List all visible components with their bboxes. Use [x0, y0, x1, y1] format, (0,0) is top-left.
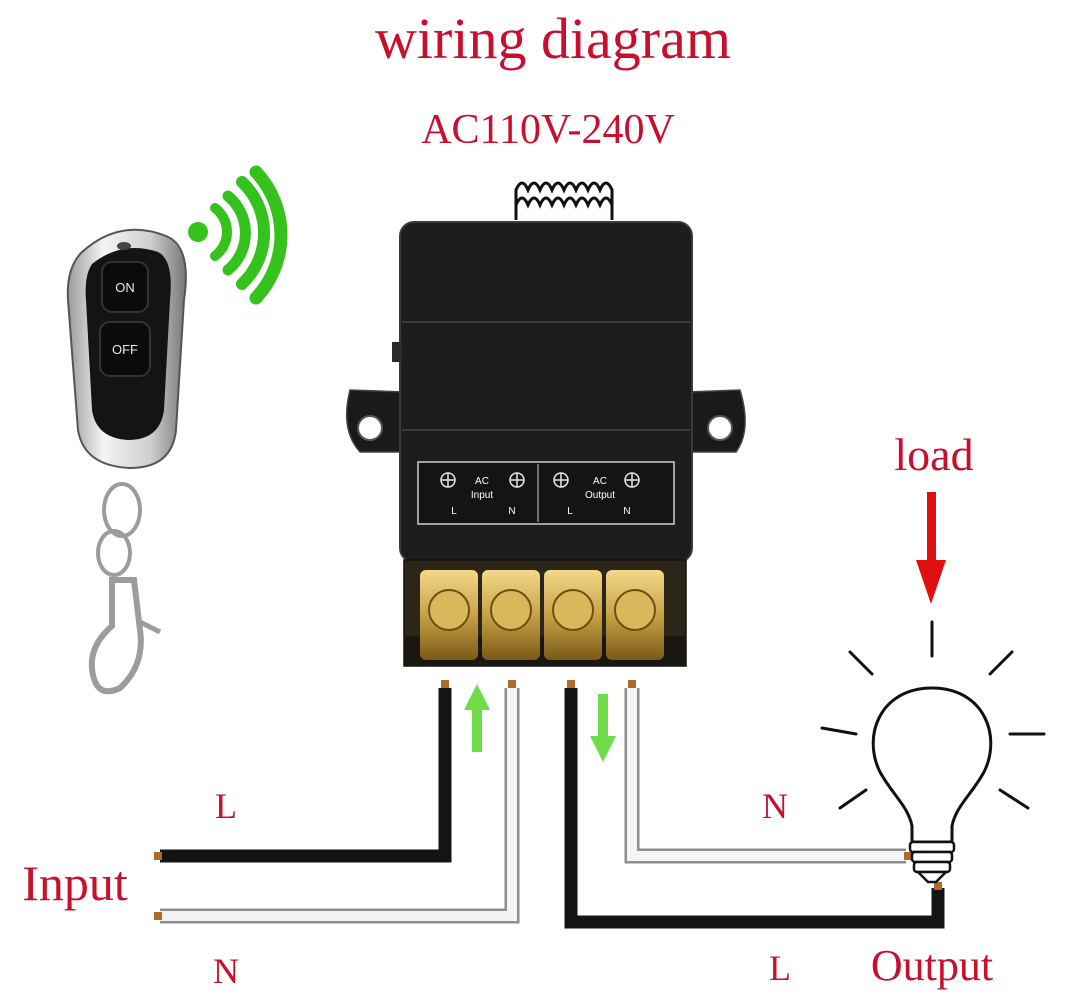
input-block-l: L — [451, 506, 457, 517]
terminal-screws — [420, 570, 664, 660]
antenna-coil — [514, 181, 614, 220]
wireless-signal-icon — [188, 165, 288, 305]
on-button-label: ON — [115, 280, 135, 295]
voltage-subtitle: AC110V-240V — [421, 107, 675, 153]
input-live-wire — [160, 688, 452, 863]
output-block-name: Output — [585, 490, 615, 501]
wires — [154, 680, 945, 929]
input-flow-arrow-icon — [464, 684, 490, 752]
on-button[interactable] — [101, 261, 149, 313]
off-button-label: OFF — [112, 342, 138, 357]
output-label: Output — [871, 941, 993, 990]
output-block-l: L — [567, 506, 573, 517]
load-arrow-icon — [916, 492, 946, 604]
output-neutral-wire — [624, 688, 906, 864]
input-neutral-label: N — [213, 951, 239, 991]
output-live-wire — [564, 688, 945, 929]
keyring-icon — [88, 482, 162, 695]
output-block-title: AC — [593, 476, 607, 487]
off-button[interactable] — [99, 321, 151, 377]
input-block-n: N — [508, 506, 515, 517]
input-block-name: Input — [471, 490, 493, 501]
output-flow-arrow-icon — [590, 694, 616, 762]
diagram-title: wiring diagram — [375, 6, 731, 71]
input-live-label: L — [215, 786, 237, 826]
remote-control: ON OFF — [66, 228, 187, 695]
screw-symbols — [440, 472, 640, 488]
output-block-n: N — [623, 506, 630, 517]
input-neutral-wire — [160, 688, 520, 924]
input-block-title: AC — [475, 476, 489, 487]
light-bulb-icon — [820, 620, 1046, 884]
relay-module: AC Input L N AC Output L N — [345, 181, 746, 667]
output-neutral-label: N — [762, 786, 788, 826]
output-live-label: L — [769, 948, 791, 988]
load-label: load — [894, 429, 973, 480]
input-label: Input — [22, 855, 128, 911]
